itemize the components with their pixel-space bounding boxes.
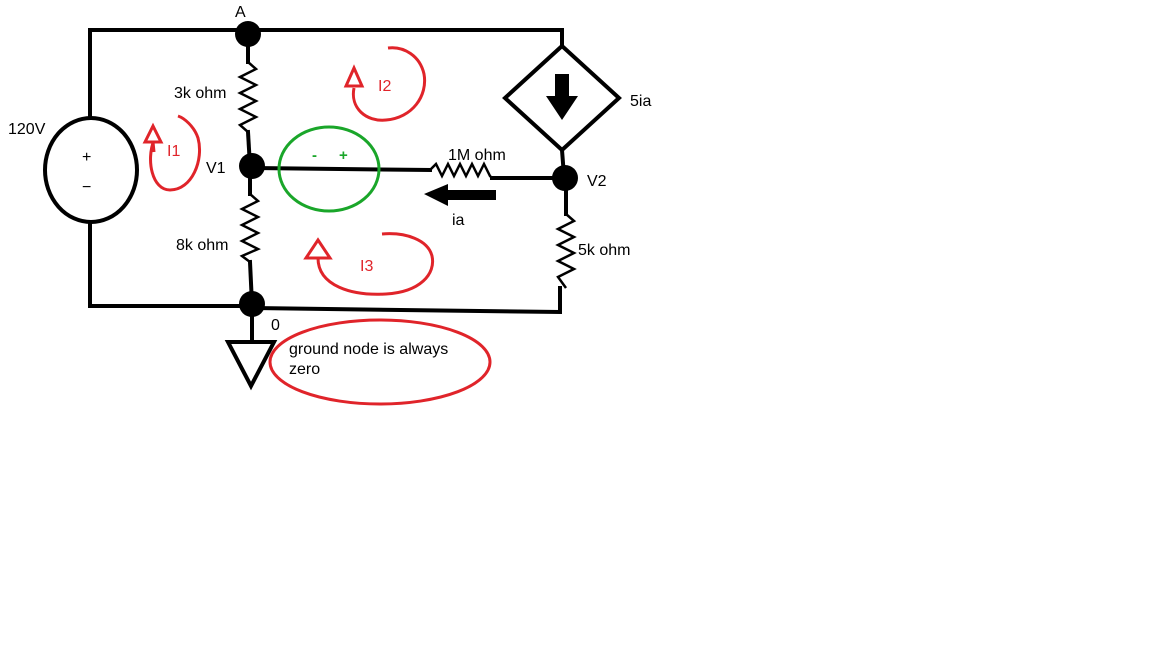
v1-to-r1m-wire	[249, 165, 433, 173]
node-ground-label: 0	[271, 317, 280, 334]
node-v2-dot	[552, 165, 578, 191]
node-ground-dot	[239, 291, 265, 317]
source-plus-sign: +	[82, 149, 91, 166]
up-arrow-icon	[303, 237, 333, 260]
mesh-i3-label: I3	[360, 258, 373, 275]
polarity-plus: +	[339, 147, 348, 164]
note-line-2: zero	[289, 361, 320, 378]
note-ellipse	[268, 318, 492, 406]
resistor-1m	[429, 161, 493, 179]
node-v1-dot	[239, 153, 265, 179]
voltage-source: + −	[43, 116, 139, 224]
resistor-8k-label: 8k ohm	[176, 237, 228, 254]
resistor-3k-label: 3k ohm	[174, 85, 226, 102]
up-arrow-icon	[142, 122, 164, 144]
resistor-8k	[239, 193, 261, 263]
resistor-5k	[555, 213, 577, 289]
mesh-i3-loop	[316, 232, 435, 296]
mesh-i2-loop	[351, 46, 427, 122]
node-v2-label: V2	[587, 173, 607, 190]
mesh-i1-arrow-stem	[151, 141, 156, 153]
dependent-source-label: 5ia	[630, 93, 651, 110]
mesh-i1-label: I1	[167, 143, 180, 160]
down-arrow-icon	[546, 74, 578, 120]
resistor-1m-label: 1M ohm	[448, 147, 506, 164]
mesh-i2-label: I2	[378, 78, 391, 95]
resistor-5k-label: 5k ohm	[578, 242, 630, 259]
source-voltage-label: 120V	[8, 121, 46, 138]
left-arrow-icon	[424, 184, 496, 206]
note-line-1: ground node is always	[289, 341, 448, 358]
node-a-dot	[235, 21, 261, 47]
bottom-right-wire	[247, 286, 562, 315]
top-wire	[88, 28, 564, 120]
source-minus-sign: −	[82, 179, 91, 196]
node-v1-label: V1	[206, 160, 226, 177]
resistor-3k	[237, 61, 259, 133]
dependent-current-source	[502, 43, 622, 153]
mesh-i1-loop	[149, 114, 201, 192]
node-a-label: A	[235, 4, 246, 21]
polarity-circle	[277, 125, 381, 213]
bottom-left-wire	[88, 220, 252, 308]
polarity-minus: -	[312, 147, 317, 164]
up-arrow-icon	[343, 64, 365, 88]
ground-icon	[224, 340, 278, 391]
current-ia-label: ia	[452, 212, 465, 229]
voltage-source-circle	[43, 116, 139, 224]
